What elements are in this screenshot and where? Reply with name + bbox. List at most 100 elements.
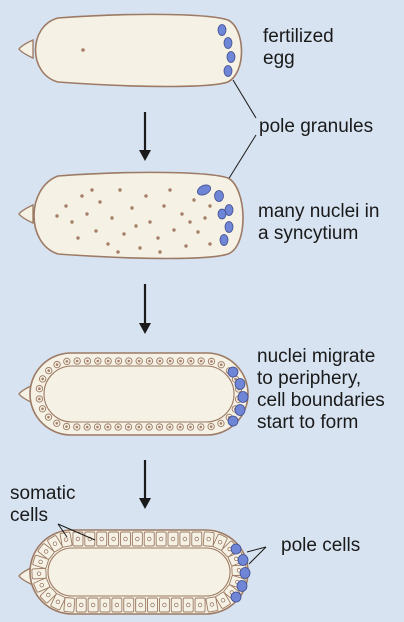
pole-cell bbox=[240, 568, 250, 579]
nucleus bbox=[38, 398, 41, 401]
nucleus bbox=[203, 216, 206, 219]
nucleus bbox=[208, 242, 211, 245]
nucleus bbox=[55, 422, 58, 425]
cell-nucleus bbox=[103, 603, 107, 607]
nucleus bbox=[184, 244, 187, 247]
nucleus bbox=[156, 236, 159, 239]
nucleus bbox=[138, 246, 141, 249]
nucleus bbox=[127, 426, 130, 429]
nucleus bbox=[148, 360, 151, 363]
nucleus bbox=[86, 360, 89, 363]
cortex-boundary bbox=[44, 366, 234, 422]
cell-nucleus bbox=[44, 550, 48, 554]
cell-nucleus bbox=[112, 537, 116, 541]
nucleus bbox=[200, 360, 203, 363]
nucleus bbox=[38, 387, 41, 390]
cell-nucleus bbox=[174, 603, 178, 607]
pole-granule bbox=[224, 38, 232, 49]
arrow-2 bbox=[139, 284, 151, 334]
nucleus bbox=[47, 416, 50, 419]
nucleus bbox=[138, 360, 141, 363]
inner-yolk bbox=[48, 548, 230, 596]
nucleus bbox=[110, 216, 113, 219]
nucleus bbox=[208, 204, 211, 207]
nucleus bbox=[107, 426, 110, 429]
cell-nucleus bbox=[221, 599, 225, 603]
nucleus bbox=[76, 426, 79, 429]
nucleus bbox=[179, 360, 182, 363]
nucleus bbox=[117, 360, 120, 363]
nucleus bbox=[116, 250, 119, 253]
cell-nucleus bbox=[139, 603, 143, 607]
cell-nucleus bbox=[100, 537, 104, 541]
nucleus bbox=[169, 426, 172, 429]
nucleus bbox=[122, 232, 125, 235]
label-pole-cells: pole cells bbox=[281, 535, 360, 557]
nucleus bbox=[220, 363, 223, 366]
cell-nucleus bbox=[40, 583, 44, 587]
nucleus bbox=[220, 422, 223, 425]
label-line: a syncytium bbox=[258, 223, 379, 245]
pole-granule bbox=[227, 52, 235, 63]
pole-cell bbox=[231, 592, 241, 602]
cell-nucleus bbox=[147, 537, 151, 541]
nucleus bbox=[106, 242, 109, 245]
label-line: cells bbox=[10, 505, 75, 527]
nucleus bbox=[118, 188, 121, 191]
nucleus bbox=[196, 230, 199, 233]
label-line: start to form bbox=[257, 412, 385, 434]
cell-nucleus bbox=[207, 537, 211, 541]
nucleus bbox=[192, 198, 195, 201]
nucleus bbox=[86, 426, 89, 429]
pole-cells-pointer bbox=[247, 547, 266, 564]
nucleus bbox=[76, 236, 79, 239]
nucleus bbox=[158, 250, 161, 253]
nucleus bbox=[94, 229, 97, 232]
nucleus bbox=[97, 360, 100, 363]
cell-nucleus bbox=[115, 603, 119, 607]
cell-nucleus bbox=[171, 537, 175, 541]
nucleus bbox=[76, 360, 79, 363]
pole-granule bbox=[215, 191, 224, 202]
nucleus bbox=[190, 360, 193, 363]
nucleus bbox=[158, 426, 161, 429]
label-somatic-cells: somatic cells bbox=[10, 483, 75, 527]
cell-nucleus bbox=[47, 593, 51, 597]
nucleus bbox=[138, 426, 141, 429]
arrow-3 bbox=[139, 460, 151, 509]
cell-nucleus bbox=[151, 603, 155, 607]
nucleus bbox=[128, 360, 131, 363]
nucleus bbox=[41, 407, 44, 410]
egg-outline bbox=[34, 172, 243, 258]
cell-nucleus bbox=[198, 603, 202, 607]
egg-tip bbox=[19, 40, 33, 58]
nucleus bbox=[189, 426, 192, 429]
nucleus bbox=[172, 228, 175, 231]
nucleus bbox=[180, 212, 183, 215]
stage-blastoderm bbox=[19, 353, 248, 435]
cell-nucleus bbox=[195, 537, 199, 541]
label-line: cell boundaries bbox=[257, 390, 385, 412]
cell-nucleus bbox=[234, 557, 238, 561]
cell-nucleus bbox=[210, 603, 214, 607]
pole-cell bbox=[235, 379, 245, 390]
pole-granule bbox=[218, 209, 226, 219]
cell-nucleus bbox=[163, 603, 167, 607]
pole-cell bbox=[238, 555, 248, 566]
nucleus bbox=[80, 194, 83, 197]
nucleus bbox=[98, 200, 101, 203]
nucleus bbox=[168, 188, 171, 191]
cell-nucleus bbox=[64, 538, 68, 542]
cell-nucleus bbox=[76, 537, 80, 541]
cell-nucleus bbox=[127, 603, 131, 607]
nucleus bbox=[188, 220, 191, 223]
nucleus bbox=[179, 426, 182, 429]
cell-nucleus bbox=[53, 542, 57, 546]
egg-tip bbox=[19, 205, 33, 223]
pole-granule bbox=[225, 222, 233, 233]
nucleus bbox=[162, 204, 165, 207]
stage-syncytium bbox=[19, 172, 243, 258]
nucleus bbox=[210, 360, 213, 363]
